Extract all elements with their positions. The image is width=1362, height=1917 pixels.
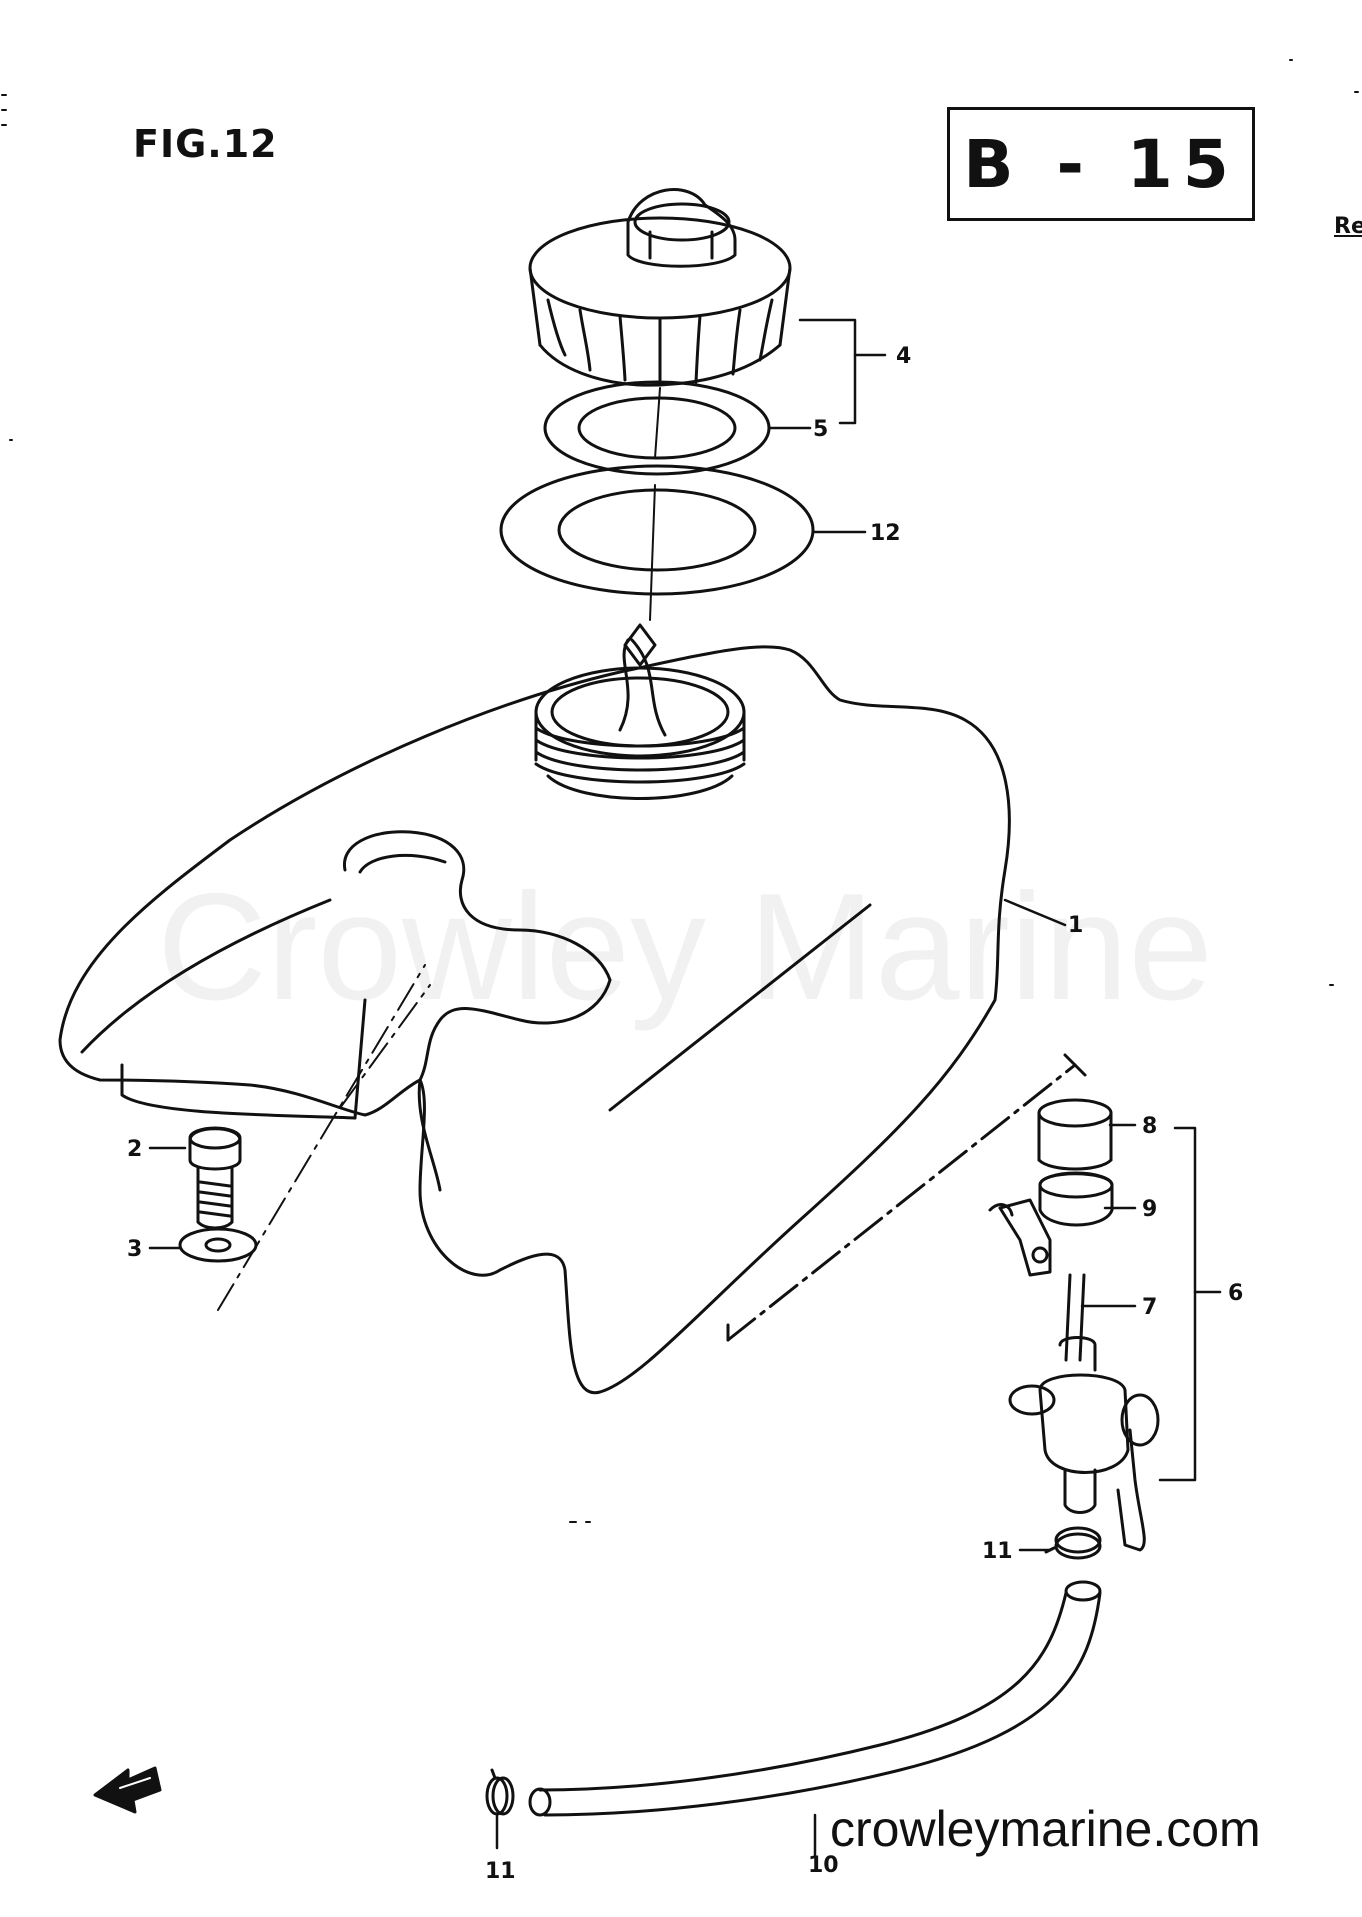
edge-text-fragment: Re <box>1334 214 1362 239</box>
part-label-11-upper: 11 <box>982 1539 1013 1564</box>
part-label-6: 6 <box>1228 1281 1243 1306</box>
washer <box>178 1227 258 1263</box>
fuel-tank <box>58 645 1087 1395</box>
leader-lines <box>148 318 1222 1857</box>
fuel-cock-assembly <box>988 1098 1160 1552</box>
part-label-4: 4 <box>896 344 911 369</box>
hose-clip-upper <box>1044 1526 1102 1560</box>
part-label-1: 1 <box>1068 913 1083 938</box>
filler-ring <box>499 464 815 621</box>
site-url[interactable]: crowleymarine.com <box>830 1801 1261 1857</box>
part-label-3: 3 <box>127 1237 142 1262</box>
part-label-7: 7 <box>1142 1295 1157 1320</box>
part-label-2: 2 <box>127 1137 142 1162</box>
part-label-9: 9 <box>1142 1197 1157 1222</box>
fuel-cap <box>528 188 792 387</box>
part-label-11-lower: 11 <box>485 1859 516 1884</box>
figure-title: FIG.12 <box>133 122 278 166</box>
filler-neck <box>534 623 746 800</box>
hose-clip-lower <box>485 1768 515 1816</box>
fuel-hose <box>528 1580 1102 1817</box>
bolt-alignment-line <box>217 964 426 1311</box>
forward-arrow-icon <box>93 1766 162 1814</box>
section-code: B - 15 <box>963 125 1239 203</box>
mounting-bolt <box>188 1126 242 1230</box>
bolt-alignment-line-2 <box>339 984 431 1109</box>
part-label-12: 12 <box>870 521 901 546</box>
part-label-8: 8 <box>1142 1114 1157 1139</box>
part-label-5: 5 <box>813 417 828 442</box>
scan-specks <box>1 59 1359 1523</box>
cap-gasket <box>543 380 771 476</box>
part-label-10: 10 <box>808 1853 839 1878</box>
section-code-box: B - 15 <box>947 107 1255 221</box>
